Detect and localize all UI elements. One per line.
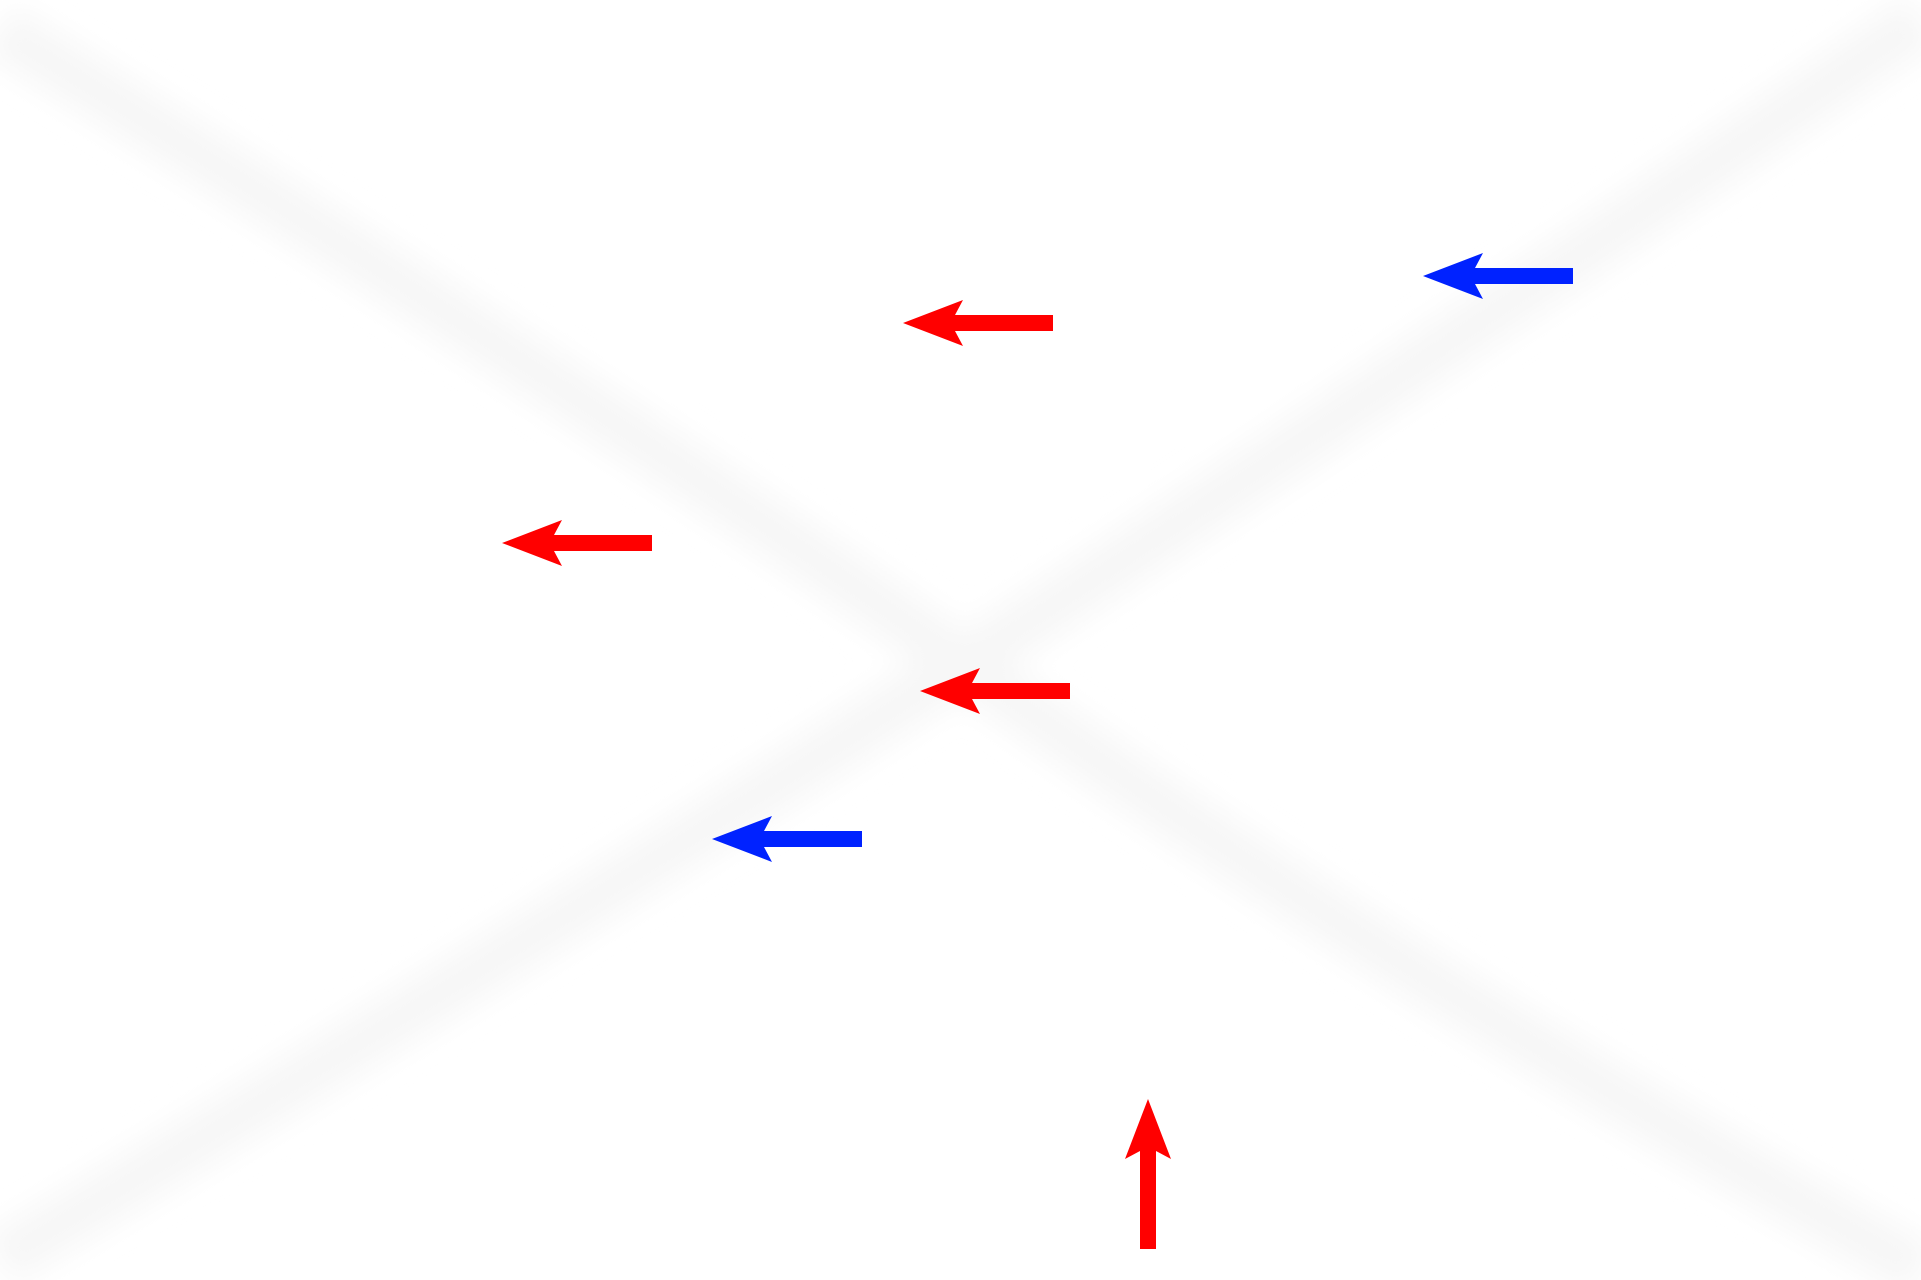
red-arrow-3: [920, 668, 1070, 714]
red-arrow-4: [1125, 1099, 1171, 1249]
arrow-annotations: [502, 253, 1573, 1249]
red-arrow-2: [502, 520, 652, 566]
blue-arrow-2: [712, 816, 862, 862]
red-arrow-1: [903, 300, 1053, 346]
blue-arrow-1: [1423, 253, 1573, 299]
